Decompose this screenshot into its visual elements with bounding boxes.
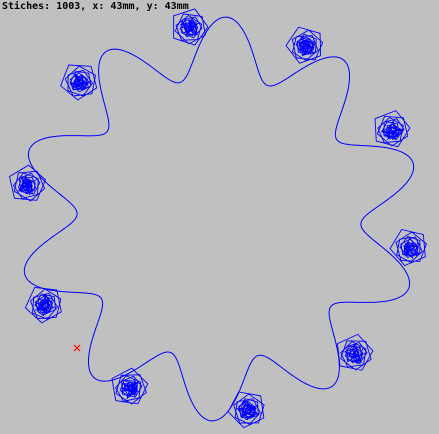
spiral-fill-stitches bbox=[17, 174, 36, 196]
spiral-knot bbox=[111, 367, 149, 405]
spiral-fill-stitches bbox=[69, 72, 92, 91]
spiral-knot bbox=[374, 110, 411, 148]
spiral-fill-stitches bbox=[298, 34, 316, 57]
spiral-knot bbox=[389, 228, 427, 267]
spiral-fill-stitches bbox=[179, 17, 199, 37]
spiral-fill-stitches bbox=[237, 399, 259, 421]
spiral-fill-stitches bbox=[120, 379, 140, 400]
needle-marker-cross bbox=[73, 344, 81, 352]
spiral-knot bbox=[8, 164, 47, 202]
spiral-outline bbox=[389, 228, 427, 267]
spiral-knot bbox=[60, 64, 98, 101]
spiral-fill-stitches bbox=[403, 238, 421, 260]
spiral-fill-stitches bbox=[381, 120, 404, 141]
spiral-outline bbox=[60, 64, 98, 101]
stitch-path bbox=[23, 16, 415, 422]
needle-position-marker-icon bbox=[73, 344, 81, 352]
spiral-knot bbox=[336, 333, 374, 371]
spiral-knot bbox=[227, 391, 265, 429]
spiral-fill-stitches bbox=[34, 293, 56, 317]
spiral-knot bbox=[285, 26, 324, 64]
spiral-knot bbox=[173, 8, 209, 46]
stitch-pattern bbox=[8, 8, 427, 429]
spiral-fill-stitches bbox=[343, 343, 365, 364]
spiral-knot bbox=[24, 286, 62, 324]
